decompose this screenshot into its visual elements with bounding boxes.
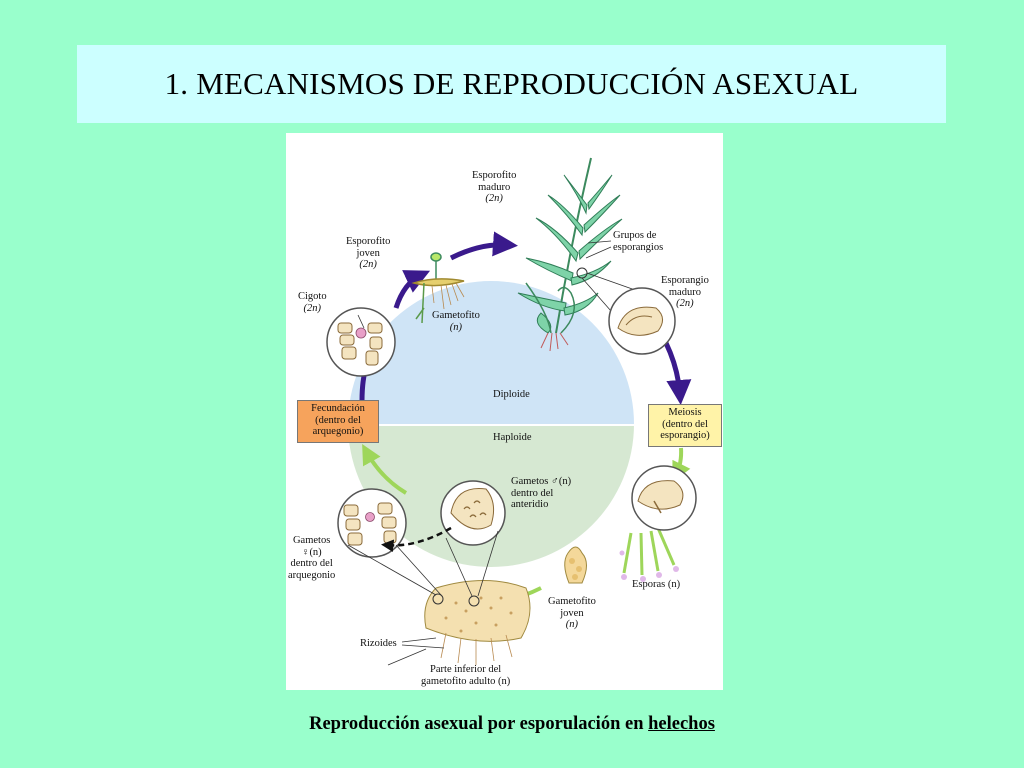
spore-ray-4 — [656, 527, 676, 566]
label-line: gametofito adulto (n) — [421, 675, 511, 687]
label-line: (2n) — [303, 302, 322, 314]
spore-ray-3 — [649, 530, 660, 572]
label-line: (n) — [565, 619, 579, 630]
zygote-circle — [326, 307, 396, 377]
label-parte-inferior: Parte inferior del gametofito adulto (n) — [421, 664, 510, 687]
antheridium-pointer — [468, 595, 480, 607]
label-line: esporangio) — [660, 430, 710, 441]
label-line: arquegonio) — [312, 426, 364, 437]
caption-link-helechos[interactable]: helechos — [648, 714, 715, 734]
label-line: anteridio — [511, 499, 549, 510]
sporangium-shape — [617, 306, 663, 336]
label-esporofito-joven: Esporofito joven (2n) — [346, 236, 390, 271]
arrow-joven-to-maduro — [449, 231, 518, 261]
label-line: (dentro del — [662, 418, 708, 430]
label-line: Gametos — [292, 535, 331, 546]
label-line: Meiosis — [668, 407, 702, 418]
spore — [640, 576, 646, 582]
label-line: Parte inferior del — [430, 664, 502, 675]
spore-ray-2 — [639, 532, 644, 576]
label-line: dentro del — [290, 558, 333, 569]
label-esporas: Esporas (n) — [632, 579, 681, 590]
label-line: Gametofito — [432, 310, 480, 321]
title-box: 1. MECANISMOS DE REPRODUCCIÓN ASEXUAL — [77, 45, 946, 123]
label-line: Cigoto — [298, 291, 327, 302]
label-line: (2n) — [359, 259, 377, 270]
caption: Reproducción asexual por esporulación en… — [0, 714, 1024, 735]
spore-ray-1 — [622, 532, 633, 574]
diagram-artwork — [326, 157, 697, 666]
caption-text: Reproducción asexual por esporulación en — [309, 714, 649, 734]
label-rizoides: Rizoides — [360, 638, 397, 649]
meiosis-box: Meiosis (dentro del esporangio) — [648, 404, 722, 447]
arrow-cigoto-to-joven — [393, 270, 431, 309]
fiddlehead — [557, 286, 576, 334]
label-gametofito: Gametofito (n) — [432, 310, 480, 333]
egg-cell — [365, 512, 375, 522]
archegonium-cells — [343, 502, 397, 546]
label-cigoto: Cigoto (2n) — [298, 291, 327, 314]
adult-gametophyte-underside — [424, 580, 531, 665]
label-line: (2n) — [485, 193, 503, 204]
sperm-cells — [463, 500, 487, 518]
label-line: esporangios — [613, 241, 664, 253]
label-gametos-macho: Gametos ♂(n) dentro del anteridio — [511, 476, 571, 511]
young-frond-stem — [525, 282, 552, 334]
label-line: Esporangio — [661, 275, 709, 286]
label-line: arquegonio — [288, 569, 336, 581]
mature-sporophyte-frond — [517, 157, 623, 334]
label-line: Fecundación — [311, 403, 365, 414]
haploid-zone — [348, 425, 634, 567]
label-esporofito-maduro: Esporofito maduro (2n) — [472, 170, 516, 205]
label-line: Esporofito — [346, 236, 391, 247]
arrow-esporangio-to-meiosis — [663, 341, 692, 405]
arrow-gametos-to-fecundacion — [362, 444, 408, 495]
label-line: joven — [560, 607, 584, 619]
spore — [673, 566, 679, 572]
label-esporangio-maduro: Esporangio maduro (2n) — [661, 275, 709, 310]
spore — [621, 574, 627, 580]
zygote-cell — [355, 327, 367, 339]
label-line: (2n) — [676, 298, 694, 309]
sporophyte-roots — [540, 332, 569, 352]
label-gametofito-joven: Gametofito joven (n) — [548, 596, 596, 631]
fecundacion-box: Fecundación (dentro del arquegonio) — [297, 400, 379, 443]
young-sporophyte — [411, 252, 465, 324]
label-line: maduro — [668, 286, 701, 298]
label-haploide: Haploide — [493, 432, 532, 443]
archegonium-pointer — [432, 593, 444, 605]
fern-life-cycle-diagram: Esporofito maduro (2n) Grupos de esporan… — [286, 133, 723, 690]
label-gametos-hembra: Gametos ♀(n) dentro del arquegonio — [288, 535, 335, 581]
label-line: dentro del — [511, 487, 554, 499]
page-title: 1. MECANISMOS DE REPRODUCCIÓN ASEXUAL — [164, 66, 859, 101]
label-diploide: Diploide — [493, 389, 530, 400]
label-line: (dentro del — [315, 414, 361, 426]
antheridium-shape — [450, 488, 495, 530]
young-gametophyte — [564, 546, 587, 584]
label-line: Gametos ♂(n) — [511, 476, 572, 487]
label-line: (n) — [449, 321, 463, 333]
label-line: joven — [356, 247, 380, 259]
label-line: ♀(n) — [301, 546, 322, 558]
label-line: Gametofito — [548, 596, 596, 607]
spore — [656, 572, 662, 578]
label-line: Esporofito — [472, 170, 517, 181]
spore — [619, 550, 625, 556]
zygote-cells — [337, 322, 383, 366]
label-line: Grupos de — [613, 230, 657, 241]
label-line: maduro — [478, 181, 511, 193]
fertilization-arrow — [381, 526, 452, 552]
label-grupos-esporangios: Grupos de esporangios — [613, 230, 663, 253]
